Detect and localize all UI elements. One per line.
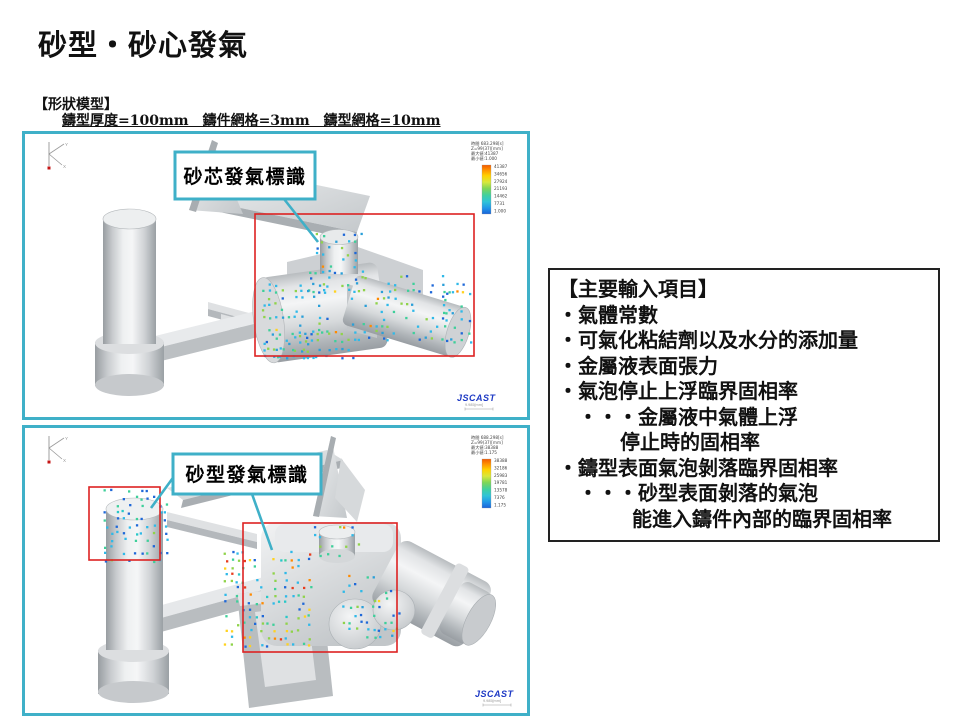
svg-text:JSCAST: JSCAST bbox=[457, 393, 497, 403]
axis-triad-icon: Y X bbox=[47, 142, 68, 170]
legend-color-bar bbox=[481, 164, 492, 215]
input-item: ・氣體常數 bbox=[558, 302, 658, 327]
scale-bar-icon bbox=[482, 703, 512, 707]
svg-text:X: X bbox=[63, 458, 66, 463]
highlight-rect-core-region bbox=[254, 213, 475, 357]
svg-text:25983: 25983 bbox=[494, 473, 508, 478]
jscast-logo: JSCAST 9.985[mm] bbox=[457, 393, 497, 411]
color-scale-legend: 時間 683.298[s] Z=99(37)[mm] 最大値:41387 最小値… bbox=[471, 141, 508, 215]
svg-text:Y: Y bbox=[65, 436, 68, 441]
svg-text:時間 688.298[s]: 時間 688.298[s] bbox=[471, 435, 504, 441]
input-item-note: 停止時的固相率 bbox=[620, 430, 760, 454]
svg-text:19781: 19781 bbox=[494, 480, 508, 485]
highlight-rect-sprue-top bbox=[88, 486, 161, 561]
input-items-title: 【主要輸入項目】 bbox=[558, 277, 718, 301]
core-gas-label-box: 砂芯發氣標識 bbox=[173, 150, 317, 201]
svg-text:38388: 38388 bbox=[494, 458, 508, 463]
page-title: 砂型・砂心發氣 bbox=[38, 30, 249, 62]
svg-text:最小値:1.000: 最小値:1.000 bbox=[471, 155, 497, 162]
label-leader-line bbox=[149, 474, 177, 509]
svg-text:7731: 7731 bbox=[494, 201, 505, 206]
input-item: ・氣泡停止上浮臨界固相率 bbox=[558, 379, 798, 403]
mold-gas-label-text: 砂型發氣標識 bbox=[185, 463, 308, 486]
axis-triad-icon: Y X bbox=[47, 436, 68, 464]
svg-text:13578: 13578 bbox=[494, 488, 508, 493]
highlight-rect-mold-region bbox=[242, 522, 398, 653]
svg-text:14462: 14462 bbox=[494, 194, 508, 199]
legend-color-bar bbox=[481, 458, 492, 509]
input-item-note: 能進入鑄件內部的臨界固相率 bbox=[632, 506, 892, 531]
simulation-render-mold-gas: 砂型發氣標識 Y X 時間 688.298[s] Z=99(37)[mm] 最大… bbox=[47, 435, 515, 708]
core-gas-label-text: 砂芯發氣標識 bbox=[183, 165, 306, 188]
svg-text:9.985[mm]: 9.985[mm] bbox=[483, 699, 501, 703]
gas-emission-particles bbox=[308, 232, 365, 293]
svg-text:27924: 27924 bbox=[494, 179, 508, 184]
mesh-parameters-text: 鑄型厚度=100mm 鑄件網格=3mm 鑄型網格=10mm bbox=[62, 113, 441, 129]
input-item-note: ・・・金屬液中氣體上浮 bbox=[578, 404, 798, 429]
jscast-logo: JSCAST 9.985[mm] bbox=[475, 689, 515, 707]
gas-emission-particles bbox=[313, 526, 361, 558]
svg-text:41387: 41387 bbox=[494, 164, 508, 169]
svg-text:7376: 7376 bbox=[494, 495, 505, 500]
svg-text:21193: 21193 bbox=[494, 186, 508, 191]
simulation-render-core-gas: 砂芯發氣標識 Y X 時間 683.298[s] Z=99(37)[mm] 最大… bbox=[47, 140, 508, 411]
svg-text:1.175: 1.175 bbox=[494, 502, 506, 507]
gas-emission-particles bbox=[444, 291, 473, 344]
simulation-panel-mold-gas: 砂型發氣標識 Y X 時間 688.298[s] Z=99(37)[mm] 最大… bbox=[22, 425, 530, 716]
input-item: ・鑄型表面氣泡剝落臨界固相率 bbox=[558, 455, 838, 480]
input-items-box: 【主要輸入項目】 ・氣體常數 ・可氣化粘結劑以及水分的添加量 ・金屬液表面張力 … bbox=[548, 268, 940, 542]
svg-text:時間 683.298[s]: 時間 683.298[s] bbox=[471, 141, 504, 147]
input-item: ・金屬液表面張力 bbox=[558, 353, 718, 378]
simulation-panel-core-gas: 砂芯發氣標識 Y X 時間 683.298[s] Z=99(37)[mm] 最大… bbox=[22, 131, 530, 420]
svg-text:Y: Y bbox=[65, 142, 68, 147]
gas-emission-particles bbox=[261, 282, 329, 360]
label-leader-line bbox=[282, 198, 320, 243]
svg-text:9.985[mm]: 9.985[mm] bbox=[465, 403, 483, 407]
input-item: ・可氣化粘結劑以及水分的添加量 bbox=[558, 328, 858, 352]
label-leader-line bbox=[250, 493, 274, 551]
svg-text:1.000: 1.000 bbox=[494, 208, 506, 213]
gas-emission-particles bbox=[223, 550, 313, 648]
color-scale-legend: 時間 688.298[s] Z=99(37)[mm] 最大値:38388 最小値… bbox=[471, 435, 508, 509]
svg-text:最大値:38388: 最大値:38388 bbox=[471, 444, 499, 451]
svg-text:34656: 34656 bbox=[494, 171, 508, 176]
svg-text:Z=99(37)[mm]: Z=99(37)[mm] bbox=[471, 440, 503, 445]
svg-text:32186: 32186 bbox=[494, 465, 508, 470]
scale-bar-icon bbox=[464, 407, 494, 411]
svg-text:X: X bbox=[63, 164, 66, 169]
svg-text:Z=99(37)[mm]: Z=99(37)[mm] bbox=[471, 146, 503, 151]
gas-emission-particles bbox=[350, 275, 465, 342]
svg-text:最小値:1.175: 最小値:1.175 bbox=[471, 449, 497, 456]
gas-emission-particles bbox=[265, 331, 360, 360]
input-item-note: ・・・砂型表面剝落的氣泡 bbox=[578, 481, 818, 505]
svg-text:最大値:41387: 最大値:41387 bbox=[471, 150, 499, 157]
svg-text:JSCAST: JSCAST bbox=[475, 689, 515, 699]
section-heading: 【形狀模型】 bbox=[34, 97, 118, 113]
mold-gas-label-box: 砂型發氣標識 bbox=[171, 452, 323, 496]
